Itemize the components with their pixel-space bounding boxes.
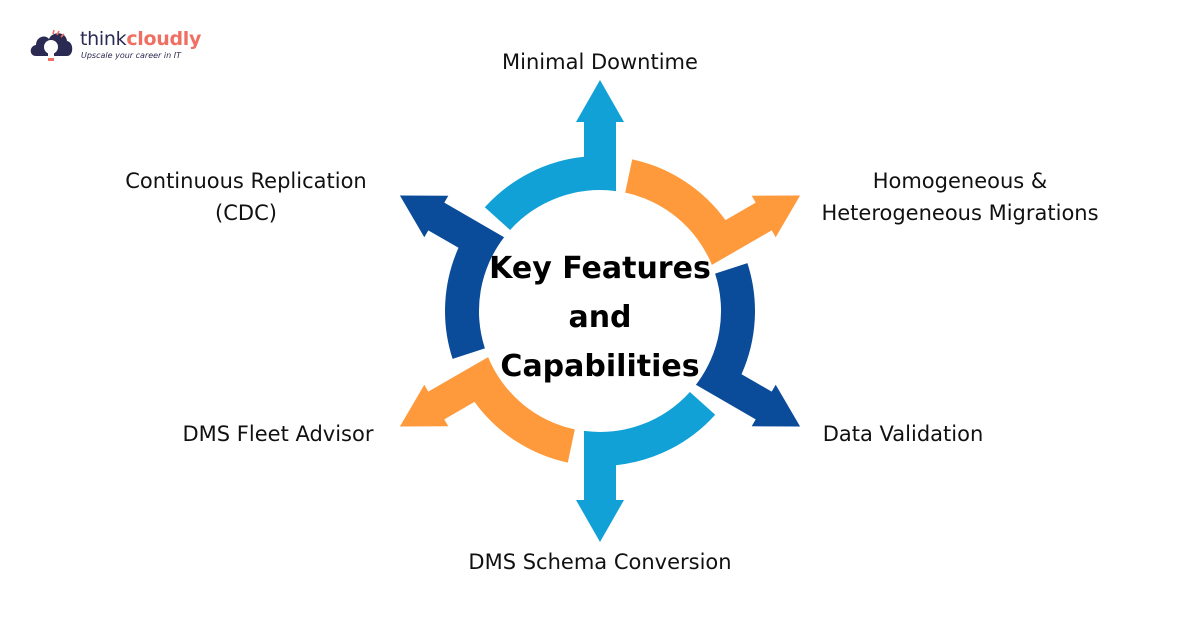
feature-label-line: Data Validation <box>822 422 984 446</box>
feature-label-line: DMS Schema Conversion <box>468 550 732 574</box>
feature-label-fleet-advisor: DMS Fleet Advisor <box>160 418 396 450</box>
arrow-data-validation <box>695 263 801 427</box>
feature-label-line: DMS Fleet Advisor <box>182 422 374 446</box>
feature-label-cdc: Continuous Replication (CDC) <box>100 165 392 229</box>
brand-name-think: think <box>80 28 127 50</box>
arrow-fleet-advisor <box>399 357 575 463</box>
brand-tagline: Upscale your career in IT <box>81 51 181 60</box>
center-title: Key Features and Capabilities <box>470 244 730 391</box>
center-title-line: and <box>568 300 632 335</box>
cloud-bulb-icon <box>30 29 73 61</box>
arrow-migrations <box>625 159 801 265</box>
feature-label-schema-conversion: DMS Schema Conversion <box>440 546 760 578</box>
feature-label-line: Continuous Replication <box>125 169 367 193</box>
center-title-line: Key Features <box>489 251 711 286</box>
arrow-minimal-downtime <box>484 80 624 230</box>
arrow-cdc <box>399 195 505 359</box>
feature-label-line: (CDC) <box>215 201 277 225</box>
feature-label-line: Homogeneous & <box>872 169 1048 193</box>
center-title-line: Capabilities <box>500 349 700 384</box>
feature-label-migrations: Homogeneous & Heterogeneous Migrations <box>800 165 1120 229</box>
brand-name: thinkcloudly <box>80 28 201 50</box>
feature-label-line: Heterogeneous Migrations <box>821 201 1099 225</box>
feature-label-minimal-downtime: Minimal Downtime <box>480 46 720 78</box>
thinkcloudly-logo: thinkcloudly Upscale your career in IT <box>28 24 218 68</box>
brand-name-cloudly: cloudly <box>126 28 202 50</box>
feature-label-data-validation: Data Validation <box>808 418 998 450</box>
arrow-schema-conversion <box>576 392 716 542</box>
feature-label-line: Minimal Downtime <box>502 50 698 74</box>
